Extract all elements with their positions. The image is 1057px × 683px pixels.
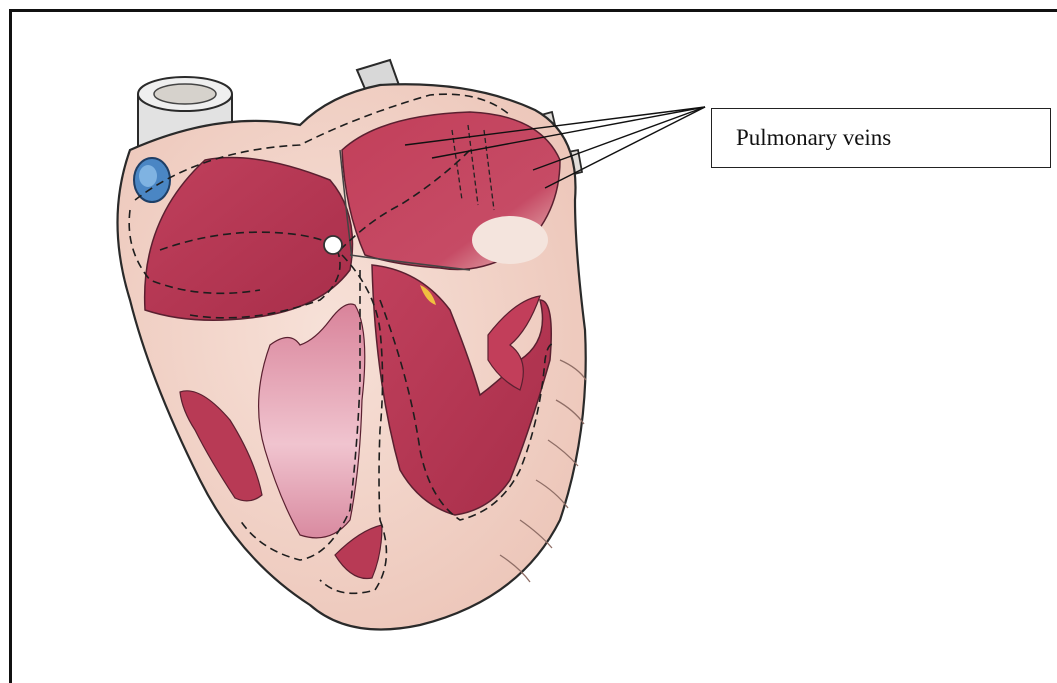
atrium-highlight: [472, 216, 548, 264]
pulmonary-veins-label-box: Pulmonary veins: [711, 108, 1051, 168]
blue-vessel-highlight: [139, 165, 157, 187]
av-node: [324, 236, 342, 254]
pulmonary-veins-label: Pulmonary veins: [736, 125, 891, 151]
